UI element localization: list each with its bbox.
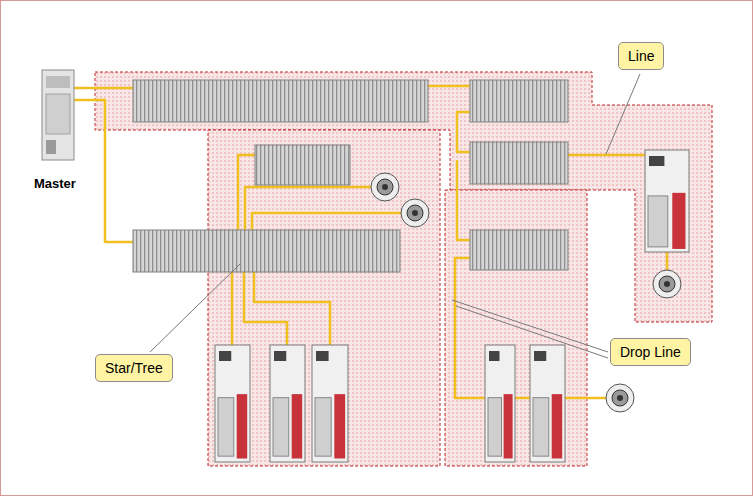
callout-box: Star/Tree: [95, 354, 173, 382]
servo-drive: [270, 345, 305, 462]
servo-drive: [485, 345, 515, 462]
label-text: Drop Line: [620, 344, 681, 360]
label-text: Star/Tree: [105, 360, 163, 376]
servo-motors: [371, 173, 681, 412]
label-text: Line: [628, 48, 654, 64]
servo-drive: [530, 345, 565, 462]
star-region: [208, 130, 440, 466]
servo-drives: [215, 150, 689, 462]
segment-regions: [95, 72, 712, 466]
io-terminal-blocks: [133, 80, 568, 272]
device-label: Master: [34, 176, 76, 191]
drop-region: [445, 190, 587, 466]
servo-drive: [215, 345, 250, 462]
servo-drive: [312, 345, 348, 462]
callout-box: Line: [618, 42, 664, 70]
callout-box: Drop Line: [610, 338, 691, 366]
callout-leaders: [150, 74, 640, 358]
servo-drive: [645, 150, 689, 252]
master-device: [42, 70, 74, 160]
label-text: Master: [34, 176, 76, 191]
ethercat-cables: [74, 86, 667, 398]
